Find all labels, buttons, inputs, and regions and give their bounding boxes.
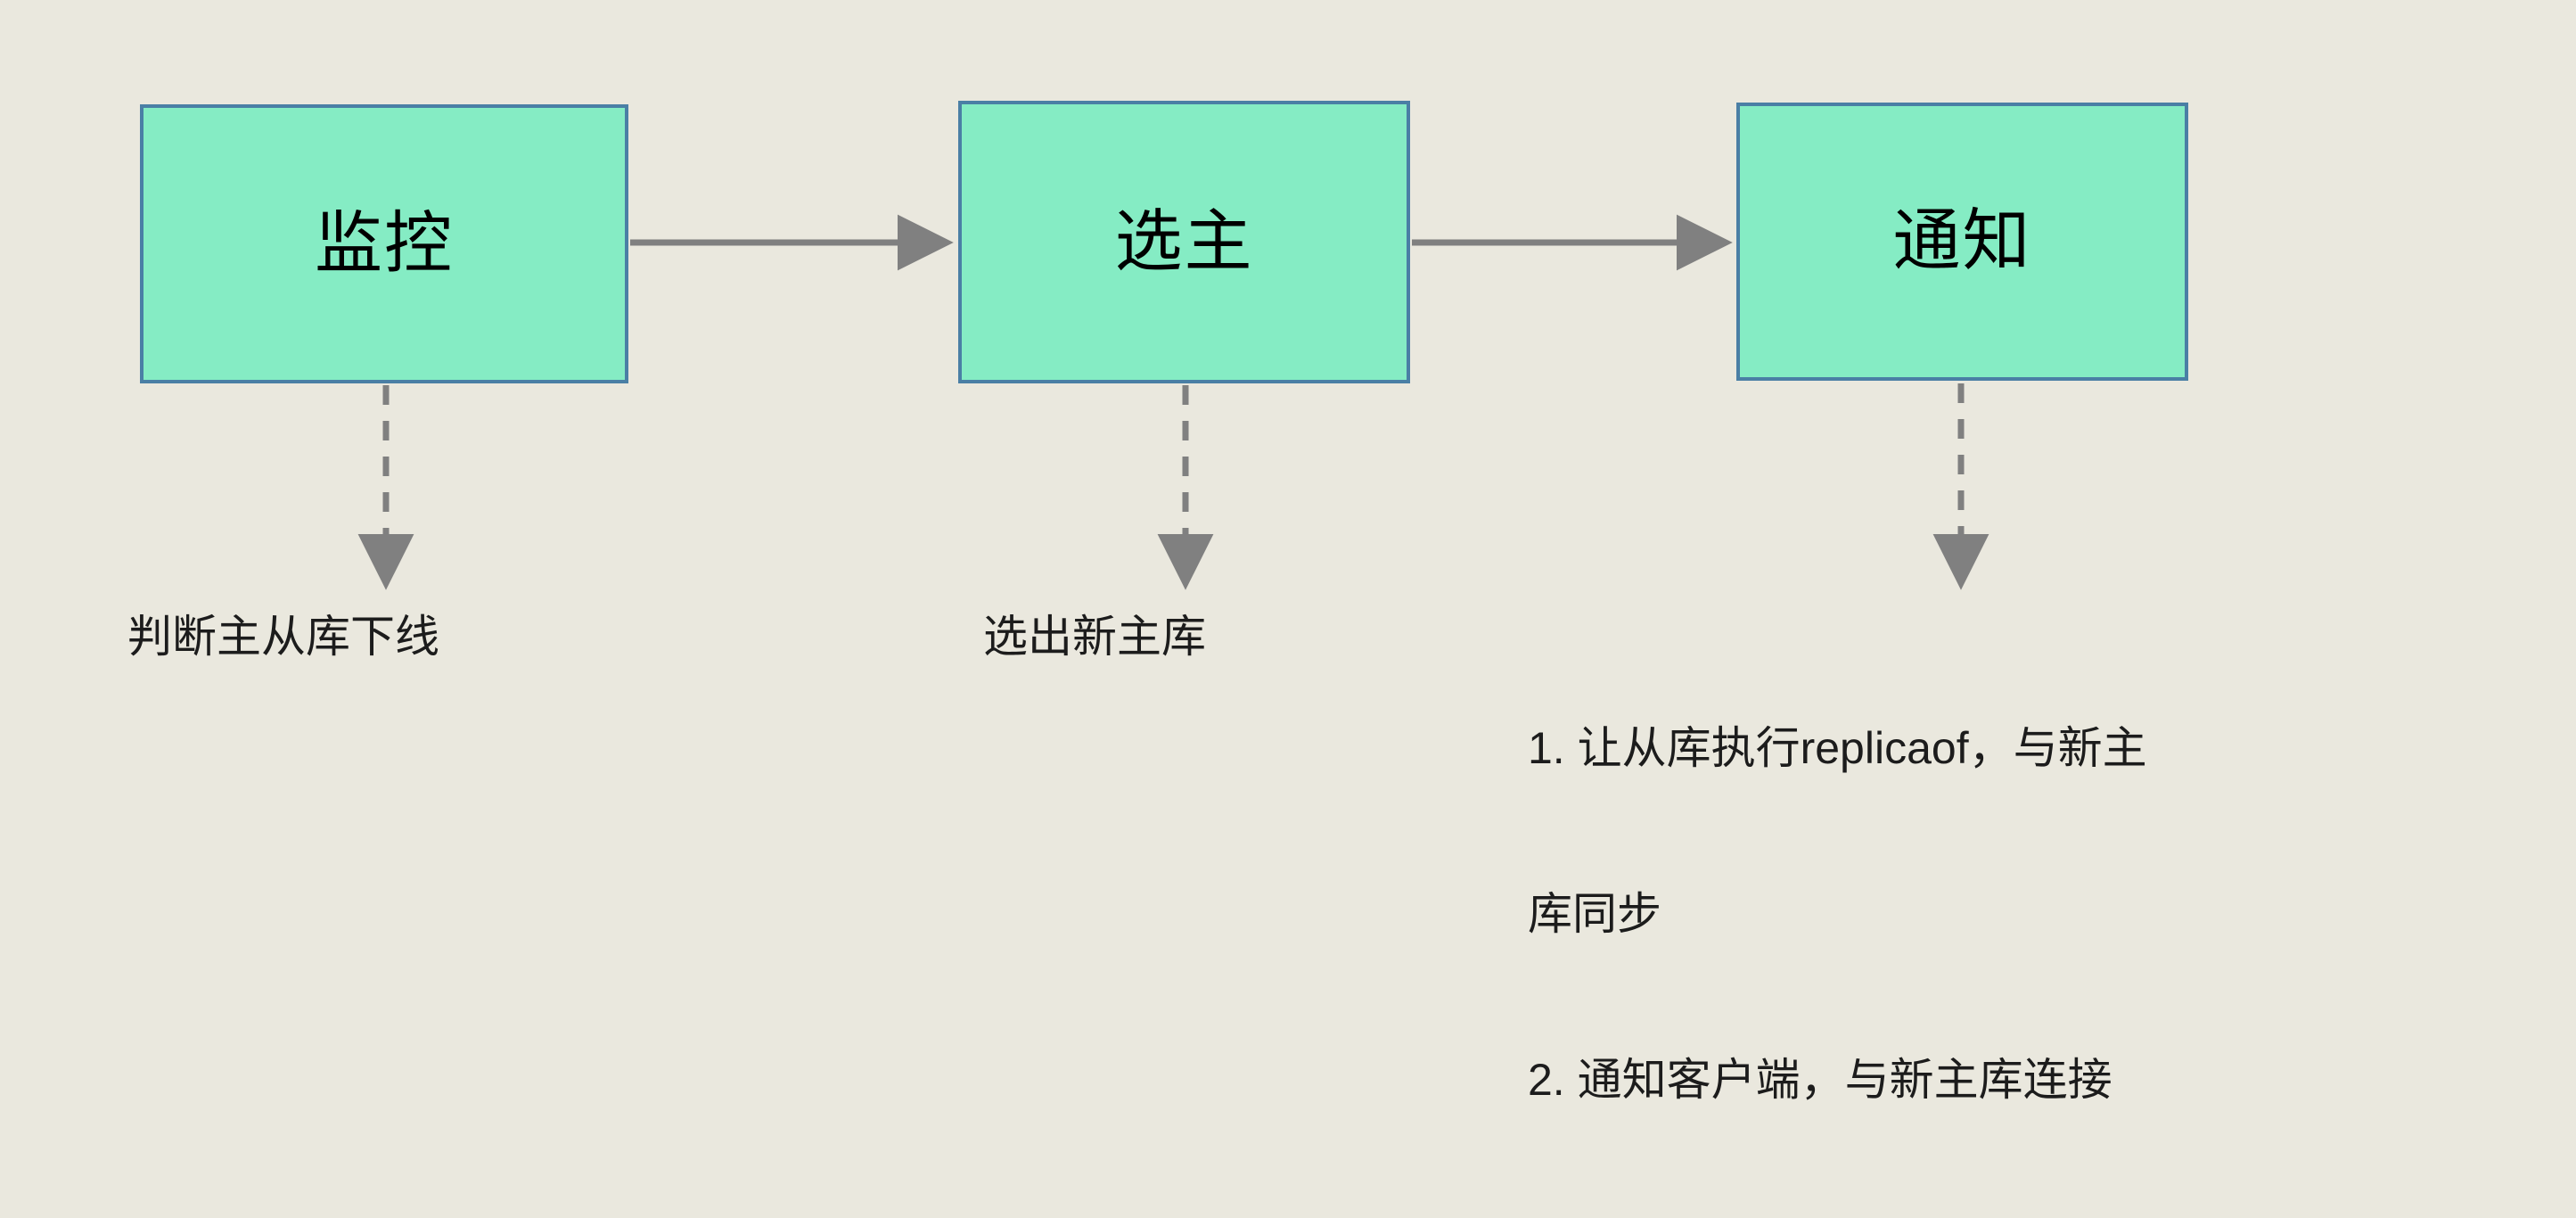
process-box-notify[interactable]: 通知 bbox=[1736, 103, 2188, 381]
caption-notify-line-1: 1. 让从库执行replicaof，与新主 bbox=[1528, 723, 2147, 773]
caption-monitor: 判断主从库下线 bbox=[127, 612, 439, 662]
process-box-monitor[interactable]: 监控 bbox=[140, 104, 628, 383]
process-box-monitor-label: 监控 bbox=[315, 205, 454, 282]
process-box-notify-label: 通知 bbox=[1892, 203, 2032, 279]
diagram-canvas: 监控 选主 通知 判断主从库下线 选出新主库 1. 让从库执行replicaof… bbox=[127, 101, 2188, 1105]
caption-notify: 1. 让从库执行replicaof，与新主 库同步 2. 通知客户端，与新主库连… bbox=[1528, 610, 2147, 1218]
process-box-elect-label: 选主 bbox=[1114, 203, 1254, 280]
caption-notify-line-3: 2. 通知客户端，与新主库连接 bbox=[1528, 1055, 2112, 1105]
process-box-elect[interactable]: 选主 bbox=[958, 101, 1410, 383]
caption-elect: 选出新主库 bbox=[983, 612, 1206, 662]
caption-notify-line-2: 库同步 bbox=[1528, 889, 1661, 939]
